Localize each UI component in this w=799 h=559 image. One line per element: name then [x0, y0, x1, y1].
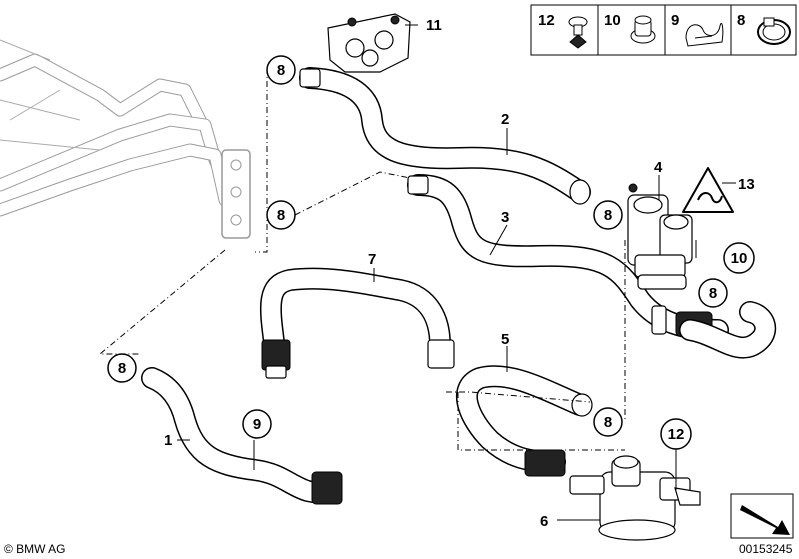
svg-text:10: 10: [731, 250, 748, 267]
legend-num-10: 10: [604, 12, 621, 29]
callout-2: 2: [501, 111, 509, 128]
circled-callout-8-lower-left: 8: [107, 353, 137, 383]
copyright-text: © BMW AG: [4, 542, 66, 556]
legend-num-8: 8: [737, 12, 745, 29]
circled-callout-8-right-b: 8: [698, 278, 728, 308]
circled-callout-9: 9: [242, 409, 272, 439]
svg-text:8: 8: [709, 285, 717, 302]
callout-4: 4: [654, 159, 663, 176]
grommet-icon: [630, 15, 656, 44]
hose-clip-icon: [685, 22, 724, 47]
circled-callout-12: 12: [660, 418, 692, 450]
circled-callout-8-right-a: 8: [593, 200, 623, 230]
leader-lines: [177, 24, 736, 521]
callout-11: 11: [426, 17, 442, 34]
circled-callout-8-bottom-right: 8: [593, 407, 623, 437]
hose-clamp-icon: [757, 17, 791, 45]
legend-num-12: 12: [538, 12, 555, 29]
pump-6[interactable]: [569, 455, 701, 541]
svg-text:8: 8: [604, 414, 612, 431]
hose-7[interactable]: [259, 267, 455, 379]
orientation-arrow-icon: [730, 493, 794, 539]
push-rivet-icon: [568, 16, 588, 49]
hose-2-clamp: [299, 68, 321, 88]
hose-2[interactable]: [299, 67, 591, 205]
circled-callout-8-top-left: 8: [266, 55, 296, 85]
hose-3[interactable]: [407, 174, 729, 341]
callout-13: 13: [738, 176, 755, 193]
reference-lines: [98, 68, 626, 451]
hose-5[interactable]: [455, 365, 593, 477]
bracket-11[interactable]: [327, 13, 411, 73]
small-parts-legend: 12 10 9 8: [530, 4, 797, 56]
svg-text:8: 8: [277, 207, 285, 224]
callout-1: 1: [164, 432, 172, 449]
valve-4[interactable]: [627, 183, 693, 290]
hose-1[interactable]: [141, 367, 343, 505]
heater-core-ghost: [0, 39, 251, 239]
warning-label-13: [682, 167, 734, 213]
svg-text:8: 8: [118, 360, 126, 377]
callout-5: 5: [501, 331, 509, 348]
circled-callout-8-mid-left: 8: [266, 200, 296, 230]
callout-7: 7: [368, 251, 376, 268]
drawing-number: 00153245: [739, 542, 793, 556]
svg-text:12: 12: [668, 426, 685, 443]
svg-text:8: 8: [277, 62, 285, 79]
hose-return-right[interactable]: [679, 301, 777, 359]
callout-3: 3: [501, 209, 509, 226]
legend-num-9: 9: [671, 12, 679, 29]
hose-2-end: [569, 179, 591, 205]
svg-text:9: 9: [253, 416, 261, 433]
callout-6: 6: [540, 513, 548, 530]
circled-callout-10: 10: [723, 242, 755, 274]
svg-text:8: 8: [604, 207, 612, 224]
